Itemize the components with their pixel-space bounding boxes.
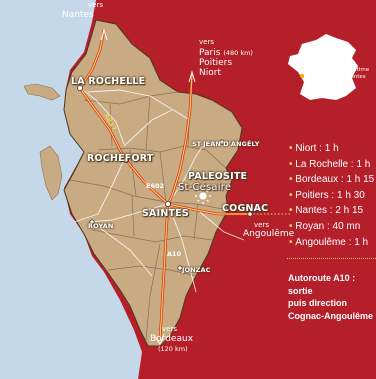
travel-time-item: • Nantes : 2 h 15: [289, 205, 364, 217]
direction-paris: Paris (480 km): [199, 48, 253, 58]
marker-jonzac: [177, 265, 183, 271]
direction-nantes: Nantes: [62, 10, 94, 20]
direction-paris-distance: (480 km): [223, 49, 253, 57]
secondary-roads: [73, 87, 245, 293]
direction-bordeaux-distance: (120 km): [158, 345, 188, 353]
inset-caption-line2: à 10 mn de Saintes: [312, 73, 366, 80]
direction-paris-name: Paris: [199, 48, 221, 58]
marker-royan: [89, 219, 95, 225]
direction-vers-bordeaux: vers: [162, 325, 177, 333]
motorway-note-line3: Cognac-Angoulême: [288, 310, 374, 321]
travel-times-list: • Niort : 1 h • La Rochelle : 1 h • Bord…: [289, 141, 374, 250]
direction-vers-nantes: vers: [88, 1, 103, 9]
road-arrows: [100, 28, 196, 346]
france-inset-map: [288, 34, 358, 100]
direction-vers-angouleme: vers: [254, 221, 269, 229]
city-label-paleosite: PALEOSITE: [188, 171, 248, 182]
city-label-cognac: COGNAC: [222, 203, 269, 214]
marker-la-rochelle: [77, 85, 84, 92]
direction-niort: Niort: [199, 68, 221, 78]
marker-rochefort: [123, 156, 130, 163]
inset-caption: En Charente-Maritime à 10 mn de Saintes: [304, 67, 374, 80]
inset-caption-line1: En Charente-Maritime: [308, 67, 370, 73]
road-label-e602: E602: [146, 182, 165, 190]
direction-poitiers: Poitiers: [199, 58, 233, 68]
motorway-note: Autoroute A10 : sortie puis direction Co…: [288, 272, 376, 322]
city-label-saintes: SAINTES: [142, 208, 189, 219]
inset-location-marker: [300, 74, 304, 78]
main-roads-fill: [79, 29, 250, 341]
city-label-st-cesaire: St-Césaire: [178, 182, 232, 193]
island-re: [23, 83, 61, 101]
sun-icon: [195, 188, 211, 204]
city-label-rochefort: ROCHEFORT: [87, 153, 154, 164]
city-label-st-jean-dangely: ST-JEAN D'ANGÉLY: [192, 140, 260, 148]
travel-time-item: • La Rochelle : 1 h: [289, 158, 371, 170]
marker-st-jean: [219, 139, 225, 145]
travel-time-item: • Niort : 1 h: [289, 143, 339, 154]
separator-line: [287, 258, 376, 259]
region-land: [63, 19, 243, 347]
marker-saintes: [164, 200, 171, 207]
city-label-royan: ROYAN: [88, 222, 114, 230]
motorway-note-line2: puis direction: [288, 298, 348, 308]
motorway-note-line1: Autoroute A10 : sortie: [288, 273, 356, 296]
travel-time-item: • Bordeaux : 1 h 15: [289, 174, 375, 186]
city-markers: [77, 85, 253, 271]
city-label-la-rochelle: LA ROCHELLE: [71, 76, 146, 87]
direction-vers-paris: vers: [199, 38, 214, 46]
direction-angouleme: Angoulême: [243, 229, 295, 239]
travel-time-item: • Royan : 40 mn: [289, 220, 361, 232]
direction-bordeaux: Bordeaux: [150, 334, 194, 344]
island-oleron: [39, 145, 63, 201]
road-label-a10: A10: [167, 250, 182, 258]
marker-cognac: [247, 211, 253, 217]
travel-time-item: • Poitiers : 1 h 30: [289, 189, 365, 201]
travel-time-item: • Angoulême : 1 h: [289, 236, 369, 248]
city-label-jonzac: JONZAC: [182, 266, 211, 274]
